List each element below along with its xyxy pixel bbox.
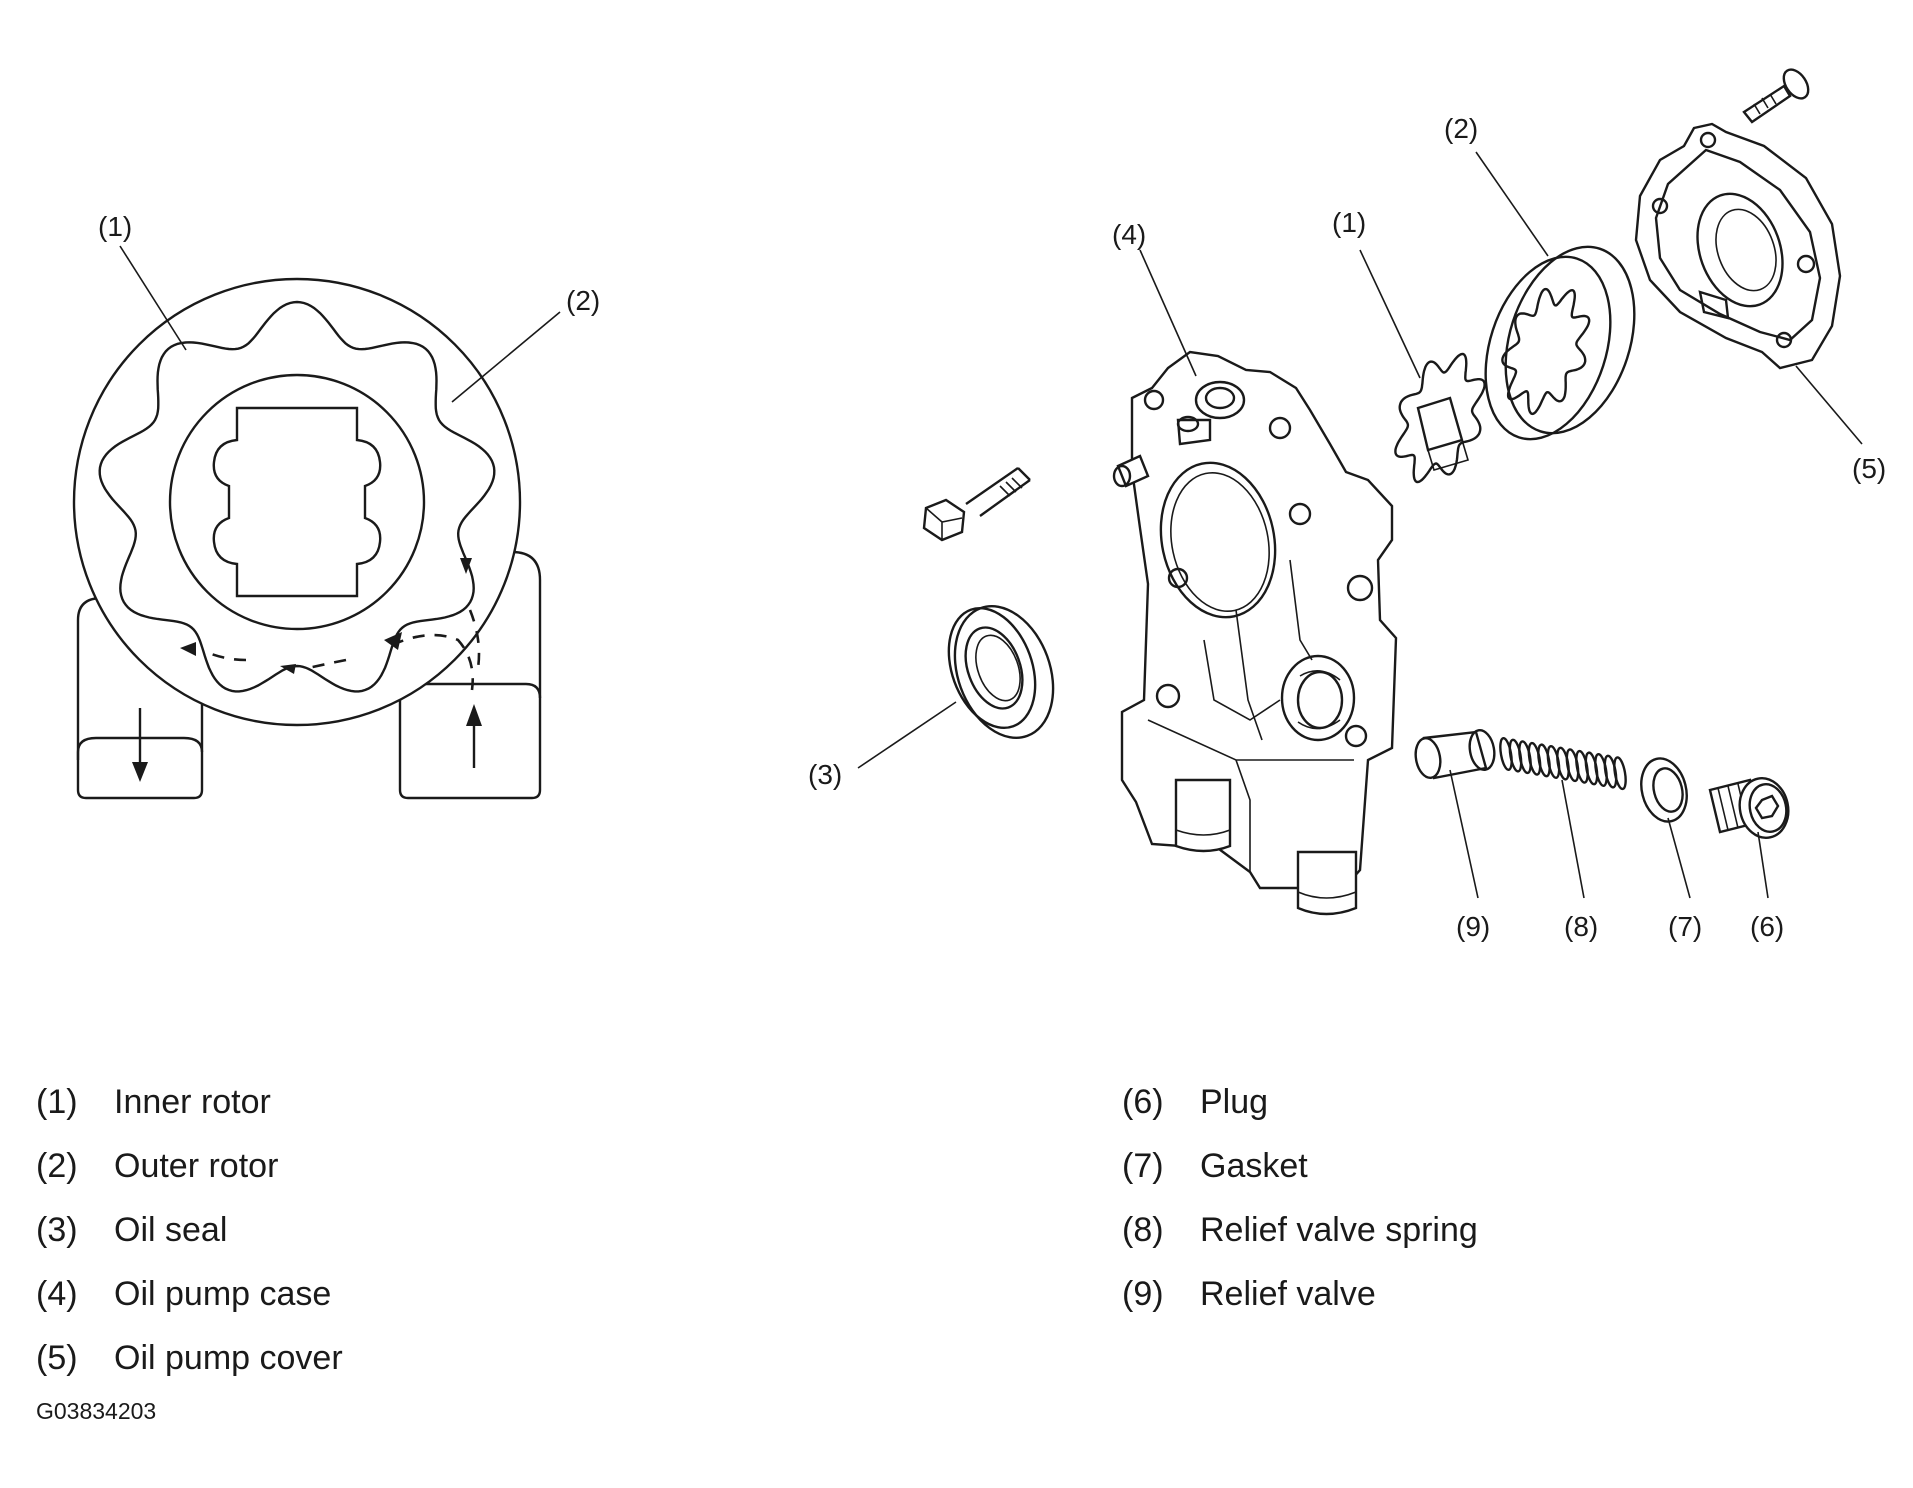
seal-leader bbox=[857, 701, 957, 769]
inner-rotor-shape bbox=[168, 373, 426, 631]
inner-rotor-leader bbox=[119, 245, 187, 351]
legend-number: (8) bbox=[1122, 1211, 1164, 1249]
legend-number: (5) bbox=[36, 1339, 78, 1377]
oil-seal bbox=[947, 604, 1055, 740]
callout-plug: (6) bbox=[1750, 911, 1784, 942]
callout-oil-seal: (3) bbox=[808, 759, 842, 790]
exploded-view: (4) (1) (2) (5) (3) (9) (8) (7) (6) bbox=[808, 68, 1886, 942]
legend-label: Inner rotor bbox=[114, 1083, 271, 1121]
legend-label: Plug bbox=[1200, 1083, 1269, 1121]
legend-number: (4) bbox=[36, 1275, 78, 1313]
relief-valve-part bbox=[1414, 728, 1496, 780]
oil-pump-illustration: (1) (2) bbox=[72, 68, 1886, 942]
inner-rotor-bore bbox=[212, 406, 382, 598]
cover-screw bbox=[1742, 68, 1810, 124]
valve-leader bbox=[1449, 769, 1479, 899]
outer-rotor-leader-right bbox=[1475, 151, 1549, 257]
legend-label: Gasket bbox=[1200, 1147, 1308, 1185]
cover-leader bbox=[1795, 365, 1863, 445]
pump-housing bbox=[72, 277, 522, 727]
legend-number: (3) bbox=[36, 1211, 78, 1249]
callout-inner-rotor-right: (1) bbox=[1332, 207, 1366, 238]
plug-part bbox=[1708, 777, 1790, 839]
callout-outer-rotor-left: (2) bbox=[566, 285, 600, 316]
relief-valve-spring-part bbox=[1499, 737, 1627, 791]
callout-inner-rotor-left: (1) bbox=[98, 211, 132, 242]
callout-oil-pump-case: (4) bbox=[1112, 219, 1146, 250]
legend-number: (6) bbox=[1122, 1083, 1164, 1121]
outlet-arrow-icon bbox=[132, 762, 148, 782]
inner-rotor-part bbox=[1394, 352, 1486, 484]
gasket-part bbox=[1640, 757, 1688, 823]
oil-flow-arrows bbox=[180, 558, 481, 691]
inner-rotor-leader-right bbox=[1359, 249, 1421, 379]
legend-label: Relief valve spring bbox=[1200, 1211, 1478, 1249]
outer-rotor-leader bbox=[451, 311, 561, 403]
legend-label: Oil pump cover bbox=[114, 1339, 343, 1377]
figure-id: G03834203 bbox=[36, 1398, 157, 1424]
callout-oil-pump-cover: (5) bbox=[1852, 453, 1886, 484]
spring-leader bbox=[1561, 779, 1585, 899]
inlet-arrow-icon bbox=[466, 704, 482, 726]
legend-number: (2) bbox=[36, 1147, 78, 1185]
outer-rotor-shape bbox=[98, 300, 496, 693]
legend-number: (7) bbox=[1122, 1147, 1164, 1185]
mounting-bolt bbox=[922, 467, 1031, 542]
gasket-leader bbox=[1667, 817, 1691, 899]
legend-label: Oil pump case bbox=[114, 1275, 332, 1313]
callout-relief-valve: (9) bbox=[1456, 911, 1490, 942]
legend-label: Relief valve bbox=[1200, 1275, 1376, 1313]
oil-pump-case bbox=[1112, 350, 1398, 916]
outer-rotor-part bbox=[1484, 245, 1636, 441]
spring-coil bbox=[1613, 756, 1627, 791]
case-leader bbox=[1139, 249, 1197, 377]
plug-leader bbox=[1757, 831, 1769, 899]
callout-outer-rotor-right: (2) bbox=[1444, 113, 1478, 144]
legend-label: Outer rotor bbox=[114, 1147, 279, 1185]
oil-pump-cover bbox=[1634, 122, 1842, 370]
legend-number: (1) bbox=[36, 1083, 78, 1121]
legend-label: Oil seal bbox=[114, 1211, 228, 1249]
callout-gasket: (7) bbox=[1668, 911, 1702, 942]
legend-number: (9) bbox=[1122, 1275, 1164, 1313]
pump-flow-diagram: (1) (2) bbox=[72, 211, 600, 800]
callout-relief-valve-spring: (8) bbox=[1564, 911, 1598, 942]
